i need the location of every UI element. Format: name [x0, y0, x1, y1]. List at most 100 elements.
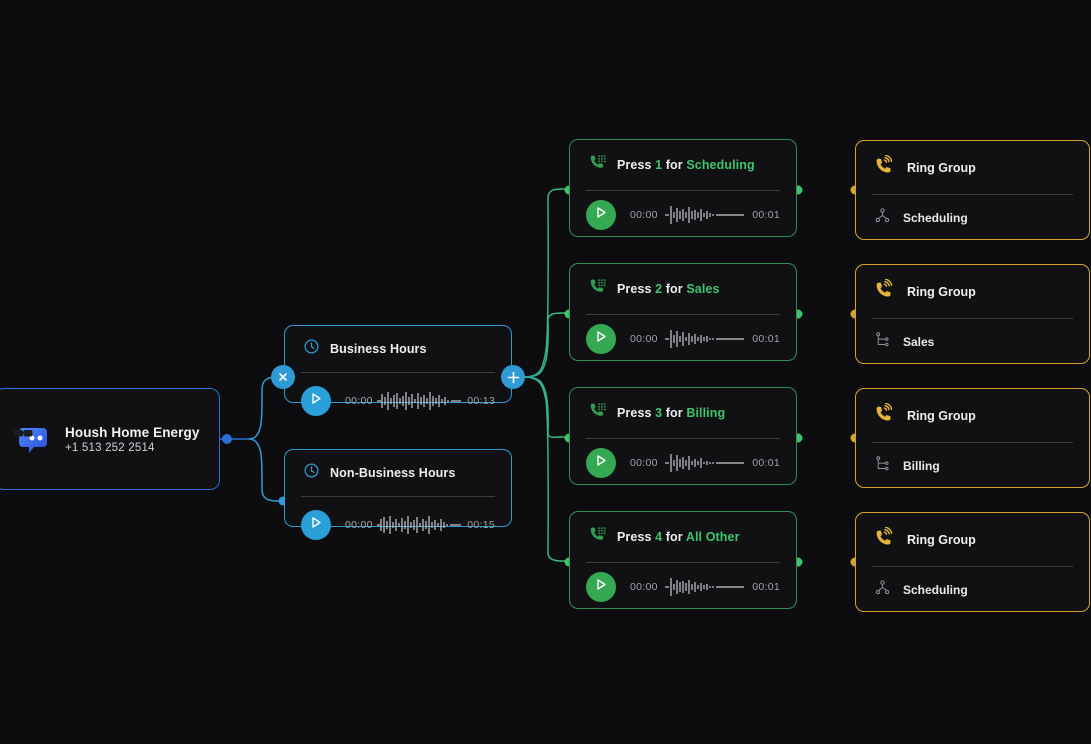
card-divider — [301, 496, 495, 497]
audio-start-time: 00:00 — [345, 395, 373, 407]
card-header: Ring Group — [856, 389, 1089, 442]
ring-group-node[interactable]: Ring Group Scheduling — [855, 140, 1090, 240]
ring-group-title: Ring Group — [907, 160, 976, 175]
card-header: Ring Group — [856, 265, 1089, 318]
card-title: Business Hours — [330, 342, 427, 356]
audio-waveform[interactable] — [658, 328, 752, 350]
clock-icon — [303, 462, 320, 484]
ivr-option-label: Press 1 for Scheduling — [617, 158, 755, 172]
audio-player: 00:00 00:01 — [570, 563, 796, 610]
audio-start-time: 00:00 — [630, 208, 658, 221]
share-network-icon — [874, 207, 891, 229]
ivr-option-node[interactable]: Press 3 for Billing 00:00 — [569, 387, 797, 485]
ring-group-target: Scheduling — [856, 567, 1089, 613]
card-title: Non-Business Hours — [330, 466, 456, 480]
card-header: Press 1 for Scheduling — [570, 140, 796, 190]
audio-start-time: 00:00 — [630, 332, 658, 345]
audio-end-time: 00:15 — [467, 519, 495, 531]
play-button[interactable] — [586, 323, 616, 354]
play-icon — [310, 392, 322, 410]
audio-player: 00:00 00:01 — [570, 439, 796, 486]
audio-player: 00:00 00:15 — [285, 497, 511, 553]
ring-group-name: Billing — [903, 459, 940, 473]
edge-dot-entry — [222, 434, 232, 444]
play-button[interactable] — [301, 510, 331, 540]
ring-group-name: Scheduling — [903, 583, 968, 597]
ring-group-node[interactable]: Ring Group Billing — [855, 388, 1090, 488]
play-button[interactable] — [586, 571, 616, 602]
card-header: Press 4 for All Other — [570, 512, 796, 562]
card-header: Press 2 for Sales — [570, 264, 796, 314]
ringing-phone-icon — [874, 526, 895, 553]
entry-title: Housh Home Energy — [65, 424, 200, 440]
ivr-option-node[interactable]: Press 4 for All Other 00:00 — [569, 511, 797, 609]
card-header: Press 3 for Billing — [570, 388, 796, 438]
audio-end-time: 00:01 — [752, 580, 780, 593]
ring-group-node[interactable]: Ring Group Sales — [855, 264, 1090, 364]
business-hours-node[interactable]: Business Hours 00:00 — [284, 325, 512, 416]
ring-group-target: Billing — [856, 443, 1089, 489]
phone-keypad-icon — [588, 277, 607, 301]
card-divider — [872, 318, 1073, 319]
audio-start-time: 00:00 — [345, 519, 373, 531]
tree-branch-icon — [874, 455, 891, 477]
close-circle-icon[interactable] — [271, 365, 295, 389]
add-circle-icon[interactable] — [501, 365, 525, 389]
ring-group-target: Sales — [856, 319, 1089, 365]
ring-group-name: Sales — [903, 335, 935, 349]
audio-start-time: 00:00 — [630, 580, 658, 593]
ivr-option-node[interactable]: Press 1 for Scheduling 00:00 — [569, 139, 797, 237]
ringing-phone-icon — [874, 402, 895, 429]
card-header: Non-Business Hours — [285, 450, 511, 496]
ivr-option-label: Press 3 for Billing — [617, 406, 726, 420]
card-header: Ring Group — [856, 513, 1089, 566]
share-network-icon — [874, 579, 891, 601]
play-button[interactable] — [586, 199, 616, 230]
card-divider — [872, 566, 1073, 567]
audio-waveform[interactable] — [658, 452, 752, 474]
ivr-option-label: Press 2 for Sales — [617, 282, 720, 296]
entry-node[interactable]: Housh Home Energy +1 513 252 2514 — [0, 388, 220, 490]
ring-group-title: Ring Group — [907, 284, 976, 299]
phone-keypad-icon — [588, 153, 607, 177]
entry-phone: +1 513 252 2514 — [65, 441, 155, 454]
audio-waveform[interactable] — [373, 389, 467, 413]
play-icon — [595, 206, 607, 224]
card-header: Ring Group — [856, 141, 1089, 194]
tree-branch-icon — [874, 331, 891, 353]
card-divider — [872, 442, 1073, 443]
card-header: Business Hours — [285, 326, 511, 372]
play-icon — [310, 516, 322, 534]
ring-group-name: Scheduling — [903, 211, 968, 225]
play-button[interactable] — [586, 447, 616, 478]
audio-player: 00:00 00:13 — [285, 373, 511, 429]
audio-waveform[interactable] — [658, 576, 752, 598]
audio-end-time: 00:01 — [752, 456, 780, 469]
audio-waveform[interactable] — [373, 513, 467, 537]
audio-player: 00:00 00:01 — [570, 315, 796, 362]
audio-player: 00:00 00:01 — [570, 191, 796, 238]
ivr-option-label: Press 4 for All Other — [617, 530, 740, 544]
ivr-option-node[interactable]: Press 2 for Sales 00:00 — [569, 263, 797, 361]
audio-end-time: 00:01 — [752, 332, 780, 345]
clock-icon — [303, 338, 320, 360]
play-icon — [595, 330, 607, 348]
play-icon — [595, 454, 607, 472]
ring-group-node[interactable]: Ring Group Scheduling — [855, 512, 1090, 612]
phone-keypad-icon — [588, 401, 607, 425]
play-icon — [595, 578, 607, 596]
phone-keypad-icon — [588, 525, 607, 549]
audio-start-time: 00:00 — [630, 456, 658, 469]
audio-waveform[interactable] — [658, 204, 752, 226]
ringing-phone-icon — [874, 154, 895, 181]
ring-group-title: Ring Group — [907, 408, 976, 423]
audio-end-time: 00:13 — [467, 395, 495, 407]
play-button[interactable] — [301, 386, 331, 416]
ring-group-title: Ring Group — [907, 532, 976, 547]
card-divider — [301, 372, 495, 373]
non-business-hours-node[interactable]: Non-Business Hours 00:00 — [284, 449, 512, 540]
chat-bubble-sunglasses-logo — [13, 420, 51, 458]
ringing-phone-icon — [874, 278, 895, 305]
